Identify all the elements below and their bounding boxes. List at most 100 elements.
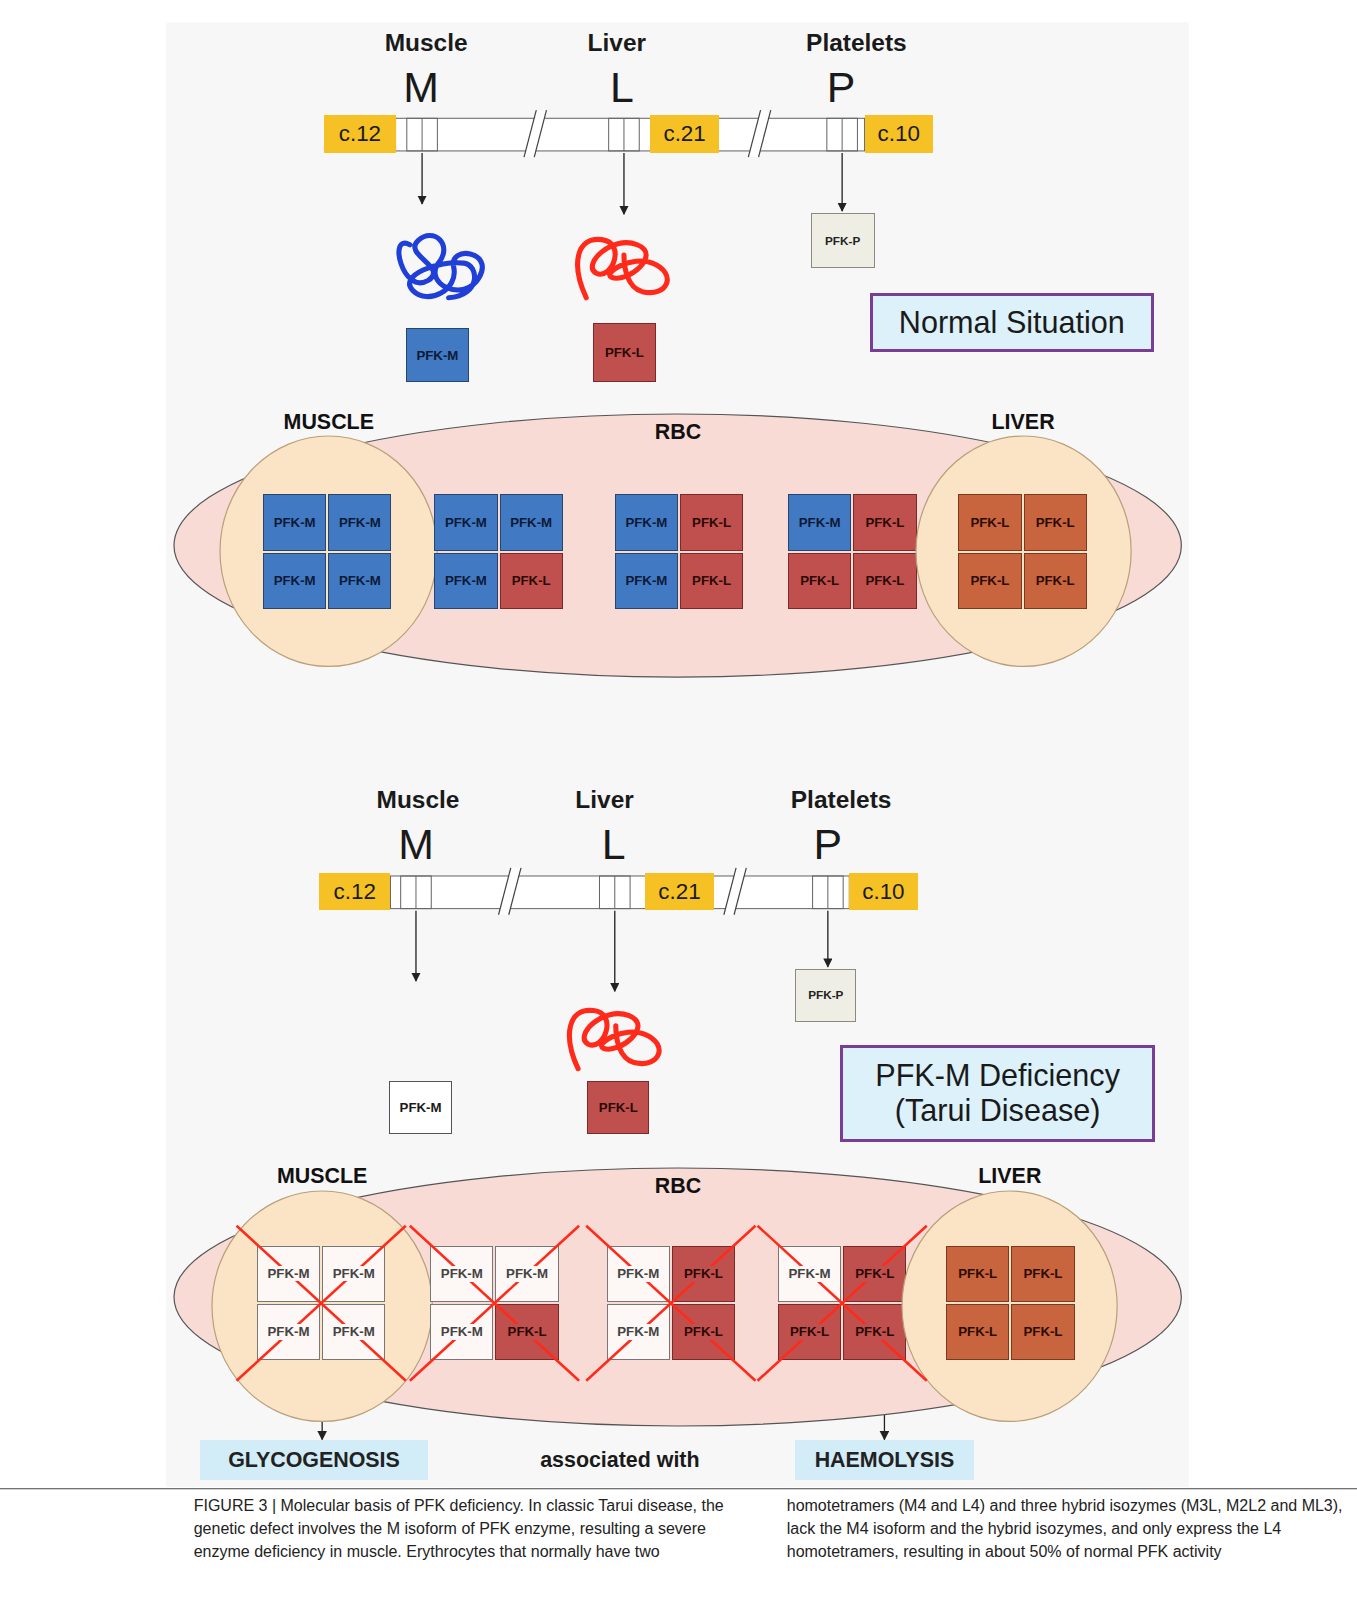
subunit-cell: PFK-L [672,1304,735,1360]
chromosome-band: c.12 [324,115,395,153]
chromosome-band: c.12 [319,873,390,911]
subunit-cell: PFK-M [322,1246,385,1302]
break-mark [734,868,746,915]
subunit-cell: PFK-L [788,553,851,609]
subunit-cell: PFK-M [607,1246,670,1302]
cross-mark [410,1226,579,1381]
subunit-cell: PFK-M [607,1304,670,1360]
locus-mark [614,876,615,909]
node-text: PFK-L [1034,573,1077,588]
break-mark [724,868,746,915]
break-mark [499,868,511,915]
tissue-circle: LIVERPFK-LPFK-LPFK-LPFK-L [915,435,1132,667]
node-text: c.12 [337,121,383,147]
protein-fold [569,1010,659,1068]
locus-mark [599,876,630,909]
node-text: PFK-M [508,515,554,530]
rbc-outline [174,1168,1181,1426]
node-text: PFK-L [690,573,733,588]
locus-mark [422,118,423,151]
rbc-outline [174,414,1181,677]
tissue-label: Liver [588,29,646,56]
tissue-label: Platelets [791,787,892,814]
locus-mark [827,118,858,151]
node-text: PFK-L [597,1100,640,1115]
node-text: PFK-P [806,988,845,1001]
node-text: PFK-P [823,234,862,247]
subunit-cell: PFK-L [1024,494,1087,550]
subunit-cell: PFK-L [680,494,743,550]
cross-mark [586,1226,755,1381]
break-mark [759,110,771,157]
subunit-cell: PFK-L [1011,1304,1074,1360]
break-mark [509,868,521,915]
subunit-cell: PFK-M [322,1304,385,1360]
subunit-cell: PFK-L [958,553,1021,609]
node-text: PFK-L [956,1324,999,1339]
gene-letter: P [827,64,856,111]
protein-subunit: PFK-L [587,1081,649,1134]
gene-letter: L [610,64,634,111]
situation-box: PFK-M Deficiency (Tarui Disease) [840,1045,1155,1142]
circle-outline [915,435,1132,667]
subunit-cell: PFK-L [672,1246,735,1302]
node-text: PFK-M [504,1266,550,1281]
expression-arrow [415,911,416,981]
node-text: PFK-M [443,515,489,530]
node-text: PFK-M [337,515,383,530]
node-text: c.21 [661,121,707,147]
outcome-arrow [322,1421,323,1439]
tissue-outline [212,1191,432,1421]
subunit-cell: PFK-M [615,494,678,550]
node-text: PFK-L [506,1324,549,1339]
protein-subunit: PFK-M [406,328,469,382]
node-text: PFK-L [863,573,906,588]
subunit-cell: PFK-M [778,1246,841,1302]
tissue-circle: MUSCLEPFK-MPFK-MPFK-MPFK-M [219,435,438,667]
node-text: PFK-M [337,573,383,588]
subunit-cell: PFK-L [1011,1246,1074,1302]
locus-mark [842,118,843,151]
relation-label: associated with [540,1449,699,1473]
tissue-circle: MUSCLEPFK-MPFK-MPFK-MPFK-M [211,1190,433,1422]
node-text: PFK-M [439,1266,485,1281]
outcome-arrow [884,1415,885,1440]
disease-box: HAEMOLYSIS [795,1440,973,1481]
gene-letter: L [602,822,626,869]
break-mark [534,110,546,157]
locus-mark [407,118,438,151]
node-text: MUSCLE [179,410,478,436]
tissue-outline [902,1191,1117,1421]
break-mark [748,110,770,157]
node-text: PFK-L [682,1324,725,1339]
expression-arrow [623,153,624,214]
rbc-ellipse: RBCMUSCLEPFK-MPFK-MPFK-MPFK-MPFK-MPFK-MP… [173,1167,1182,1427]
tissue-label: Muscle [377,787,460,814]
protein-subunit: PFK-P [795,969,856,1022]
node-text: HAEMOLYSIS [813,1448,957,1473]
situation-box: Normal Situation [870,293,1154,352]
cross-mark [758,1226,927,1381]
node-text: c.10 [876,121,922,147]
node-text: PFK-L [682,1266,725,1281]
subunit-cell: PFK-M [257,1304,320,1360]
subunit-cell: PFK-L [843,1246,906,1302]
gene-letter: P [814,822,843,869]
node-text: PFK-M Deficiency (Tarui Disease) [843,1058,1152,1128]
node-text: PFK-L [853,1324,896,1339]
node-text: PFK-M [615,1266,661,1281]
node-text: Normal Situation [897,305,1127,340]
node-text: PFK-M [398,1100,444,1115]
locus-mark [623,118,624,151]
tissue-outline [220,436,437,666]
disease-box: GLYCOGENOSIS [200,1440,428,1481]
subunit-cell: PFK-L [495,1304,558,1360]
subunit-cell: PFK-M [615,553,678,609]
node-text: PFK-M [797,515,843,530]
chromosome-band: c.21 [645,873,713,911]
subunit-cell: PFK-M [263,494,326,550]
node-text: PFK-M [623,515,669,530]
node-text: PFK-M [787,1266,833,1281]
chromosome-band: c.10 [849,873,917,911]
expression-arrow [614,911,615,992]
